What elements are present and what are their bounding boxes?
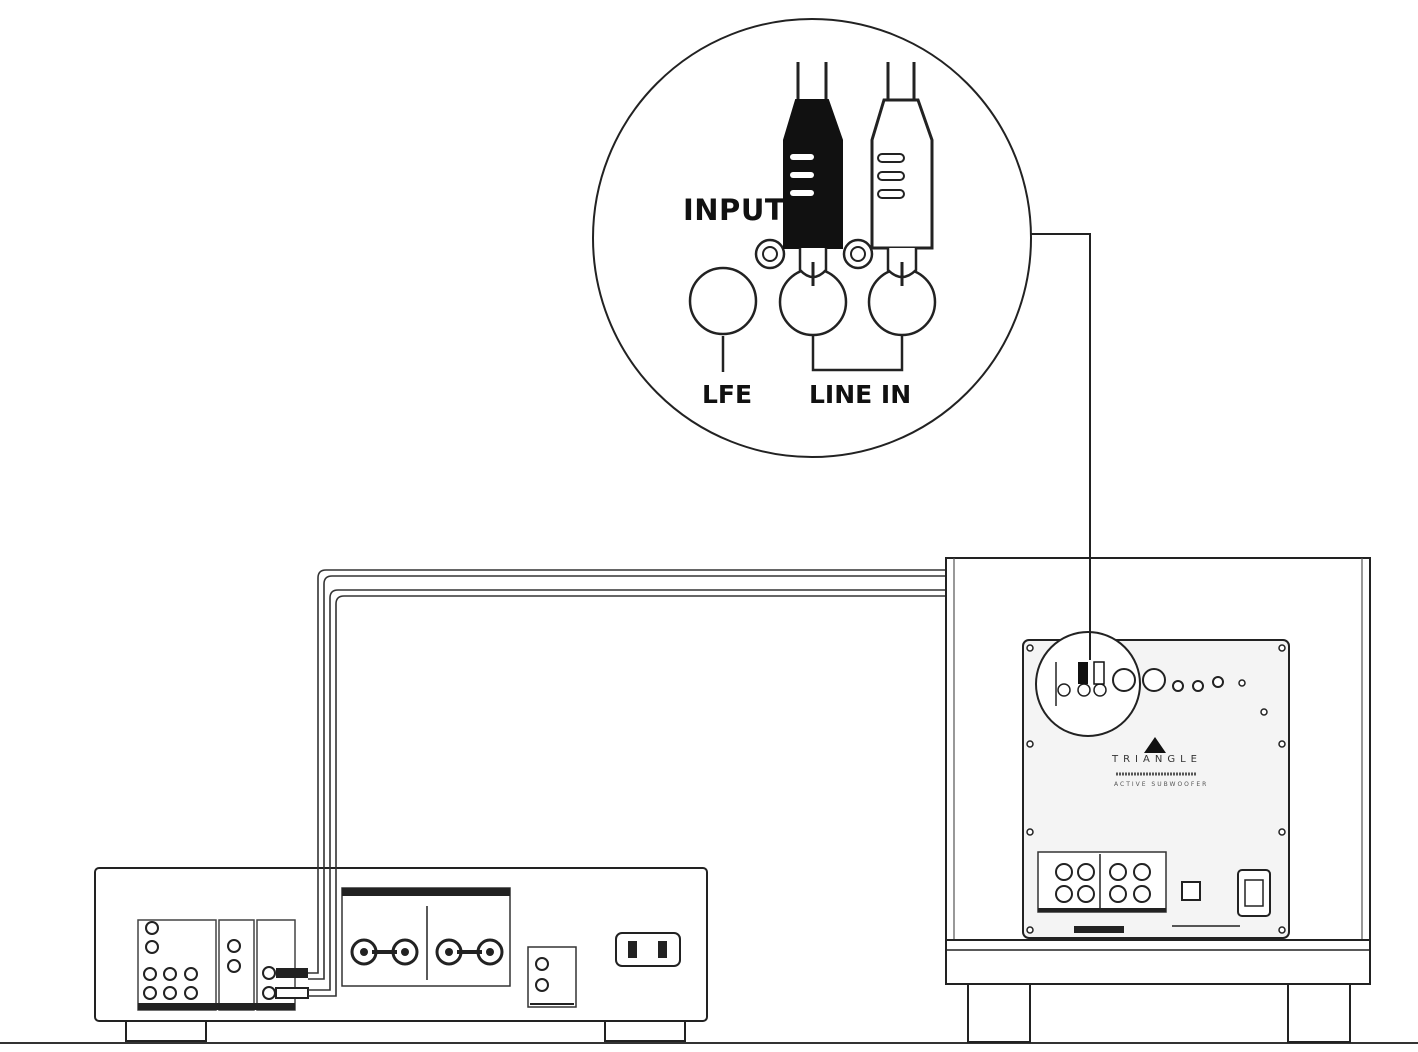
subwoofer-foot-right [1287, 983, 1351, 1043]
line-in-label: LINE IN [809, 380, 912, 409]
high-level-section [1037, 851, 1167, 913]
amplifier-speaker-panel [341, 887, 511, 987]
amplifier-rca-plugs [275, 968, 309, 999]
lfe-jack [688, 266, 758, 336]
zoom-detail [592, 18, 1032, 458]
amplifier-foot-right [604, 1020, 686, 1042]
amplifier-small-panel [527, 946, 577, 1008]
subwoofer [945, 557, 1371, 1043]
high-level-terminals [1055, 863, 1151, 903]
input-label: INPUT [683, 193, 786, 227]
panel-knobs [1112, 668, 1224, 692]
power-switch [1181, 881, 1201, 901]
white-rca-plug [870, 62, 934, 286]
zoom-leader-line [1030, 233, 1091, 660]
black-rca-plug [783, 62, 843, 286]
amplifier-foot-left [125, 1020, 207, 1042]
lfe-label: LFE [702, 380, 753, 409]
amplifier [94, 867, 708, 1042]
subwoofer-foot-left [967, 983, 1031, 1043]
brand-triangle-icon [1144, 737, 1166, 753]
subwoofer-subtitle-label: ACTIVE SUBWOOFER [1114, 781, 1209, 788]
amplifier-speaker-panel-header [342, 888, 510, 896]
subwoofer-brand-label: TRIANGLE [1112, 754, 1202, 765]
amplifier-panel-strip [138, 1003, 295, 1010]
amplifier-power-socket [615, 932, 681, 967]
panel-screws [1026, 644, 1286, 934]
amplifier-rca-jacks [143, 921, 276, 1000]
